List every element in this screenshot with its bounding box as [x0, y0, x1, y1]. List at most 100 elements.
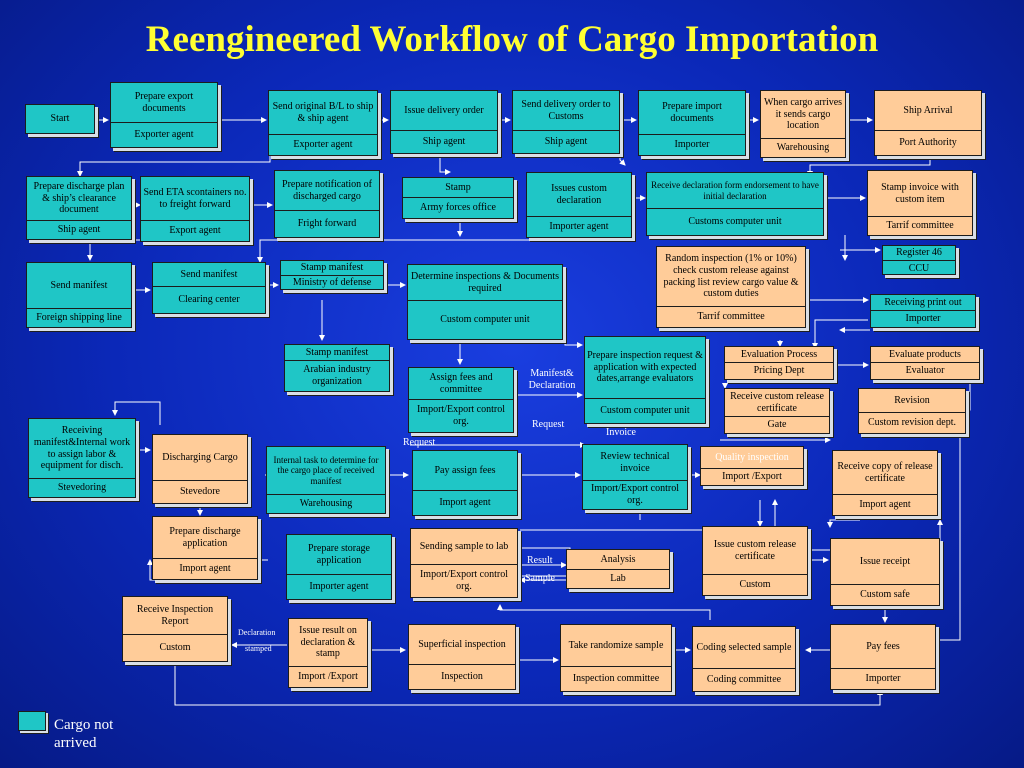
node-role: Import agent — [153, 558, 257, 579]
node-role: Import /Export — [289, 666, 367, 687]
node-stamp-manifest-arabian: Stamp manifest Arabian industry organiza… — [284, 344, 390, 392]
node-register-46: Register 46 CCU — [882, 245, 956, 275]
node-role: Port Authority — [875, 130, 981, 155]
node-text: Review technical invoice — [600, 450, 670, 474]
node-text: Prepare discharge application — [169, 525, 241, 549]
node-role: Import/Export control org. — [409, 399, 513, 432]
node-role: Custom safe — [831, 584, 939, 605]
node-text: Receiving manifest&Internal work to assi… — [33, 424, 131, 472]
node-text: Send manifest — [180, 268, 238, 280]
node-role: Warehousing — [267, 494, 385, 513]
node-send-eta: Send ETA scontainers no. to freight forw… — [140, 176, 250, 242]
node-role: Warehousing — [761, 138, 845, 157]
node-text: Ship Arrival — [903, 104, 953, 116]
node-send-manifest-foreign: Send manifest Foreign shipping line — [26, 262, 132, 328]
label-request: Request — [532, 419, 565, 430]
node-internal-task: Internal task to determine for the cargo… — [266, 446, 386, 514]
node-take-randomize-sample: Take randomize sample Inspection committ… — [560, 624, 672, 692]
node-text: Evaluation Process — [740, 348, 818, 360]
node-role: Ministry of defense — [281, 274, 383, 289]
label-declaration: Declaration — [238, 628, 276, 637]
node-role: Gate — [725, 416, 829, 433]
node-receiving-print-out: Receiving print out Importer — [870, 294, 976, 328]
node-text: Prepare discharge plan & ship’s clearanc… — [33, 180, 125, 216]
node-random-inspection: Random inspection (1% or 10%) check cust… — [656, 246, 806, 328]
node-issue-receipt: Issue receipt Custom safe — [830, 538, 940, 606]
node-send-delivery-order: Send delivery order to Customs Ship agen… — [512, 90, 620, 154]
node-role: Importer — [639, 134, 745, 155]
node-receive-custom-release: Receive custom release certificate Gate — [724, 388, 830, 434]
node-role: Inspection committee — [561, 666, 671, 691]
node-issue-result: Issue result on declaration & stamp Impo… — [288, 618, 368, 688]
node-role: Custom computer unit — [408, 300, 562, 339]
node-role: Arabian industry organization — [285, 360, 389, 391]
node-role: Lab — [567, 569, 669, 588]
node-role: Import/Export control org. — [583, 480, 687, 509]
label-sample: Sample — [525, 573, 555, 584]
node-stamp-invoice: Stamp invoice with custom item Tarrif co… — [867, 170, 973, 236]
node-role: Clearing center — [153, 286, 265, 313]
node-prepare-import-docs: Prepare import documents Importer — [638, 90, 746, 156]
node-ship-arrival: Ship Arrival Port Authority — [874, 90, 982, 156]
node-role: Exporter agent — [111, 122, 217, 147]
node-text: Send manifest — [50, 279, 108, 291]
node-text: Discharging Cargo — [162, 451, 238, 463]
node-text: Issue delivery order — [404, 104, 484, 116]
node-discharging-cargo: Discharging Cargo Stevedore — [152, 434, 248, 504]
label-stamped: stamped — [245, 644, 272, 653]
node-role: Evaluator — [871, 362, 979, 379]
node-prepare-discharge-application: Prepare discharge application Import age… — [152, 516, 258, 580]
node-text: Prepare import documents — [662, 100, 722, 124]
node-prepare-inspection-request: Prepare inspection request & application… — [584, 336, 706, 424]
node-text: Stamp — [445, 181, 471, 193]
node-text: Receiving print out — [884, 296, 962, 308]
node-text: When cargo arrives it sends cargo locati… — [763, 96, 843, 132]
node-role: Inspection — [409, 664, 515, 689]
node-issue-delivery-order: Issue delivery order Ship agent — [390, 90, 498, 154]
node-text: Internal task to determine for the cargo… — [273, 454, 379, 486]
node-role: Custom — [703, 574, 807, 595]
node-sending-sample: Sending sample to lab Import/Export cont… — [410, 528, 518, 598]
node-role: Importer agent — [527, 216, 631, 237]
node-text: Prepare notification of discharged cargo — [282, 178, 372, 202]
node-analysis: Analysis Lab — [566, 549, 670, 589]
node-text: Revision — [894, 394, 930, 406]
node-text: Receive custom release certificate — [730, 390, 824, 414]
node-text: Determine inspections & Documents requir… — [410, 270, 560, 294]
node-text: Prepare inspection request & application… — [587, 349, 703, 385]
legend-label: Cargo not arrived — [54, 717, 114, 751]
node-role: Import agent — [413, 490, 517, 515]
node-text: Evaluate products — [889, 348, 961, 360]
node-role: Importer — [871, 310, 975, 327]
node-role: CCU — [883, 259, 955, 274]
node-text: Send original B/L to ship & ship agent — [272, 100, 374, 124]
node-prepare-storage-application: Prepare storage application Importer age… — [286, 534, 392, 600]
node-assign-fees-committee: Assign fees and committee Import/Export … — [408, 367, 514, 433]
node-role: Tarrif committee — [868, 216, 972, 235]
node-coding-selected-sample: Coding selected sample Coding committee — [692, 626, 796, 692]
node-text: Stamp invoice with custom item — [881, 181, 959, 205]
node-text: Stamp manifest — [305, 346, 369, 358]
node-send-manifest-clearing: Send manifest Clearing center — [152, 262, 266, 314]
node-text: Receive declaration form endorsement to … — [651, 179, 819, 201]
label-manifest-declaration: Manifest& Declaration — [528, 368, 576, 391]
node-issues-custom-declaration: Issues custom declaration Importer agent — [526, 172, 632, 238]
node-revision: Revision Custom revision dept. — [858, 388, 966, 434]
node-send-original-bl: Send original B/L to ship & ship agent E… — [268, 90, 378, 156]
node-text: Receive copy of release certificate — [837, 460, 933, 484]
node-prepare-discharge-plan: Prepare discharge plan & ship’s clearanc… — [26, 176, 132, 240]
node-text: Send delivery order to Customs — [521, 98, 611, 122]
node-role: Foreign shipping line — [27, 308, 131, 327]
node-role: Coding committee — [693, 668, 795, 691]
page-title: Reengineered Workflow of Cargo Importati… — [145, 19, 879, 60]
node-quality-inspection: Quality inspection Import /Export — [700, 446, 804, 486]
node-text: Prepare storage application — [308, 542, 370, 566]
node-evaluation-process: Evaluation Process Pricing Dept — [724, 346, 834, 380]
node-prepare-notification: Prepare notification of discharged cargo… — [274, 170, 380, 238]
node-text: Pay fees — [866, 640, 900, 652]
node-text: Prepare export documents — [134, 90, 194, 114]
node-receive-inspection-report: Receive Inspection Report Custom — [122, 596, 228, 662]
node-role: Tarrif committee — [657, 306, 805, 327]
label-invoice: Invoice — [606, 427, 636, 438]
node-start-label: Start — [50, 113, 70, 125]
